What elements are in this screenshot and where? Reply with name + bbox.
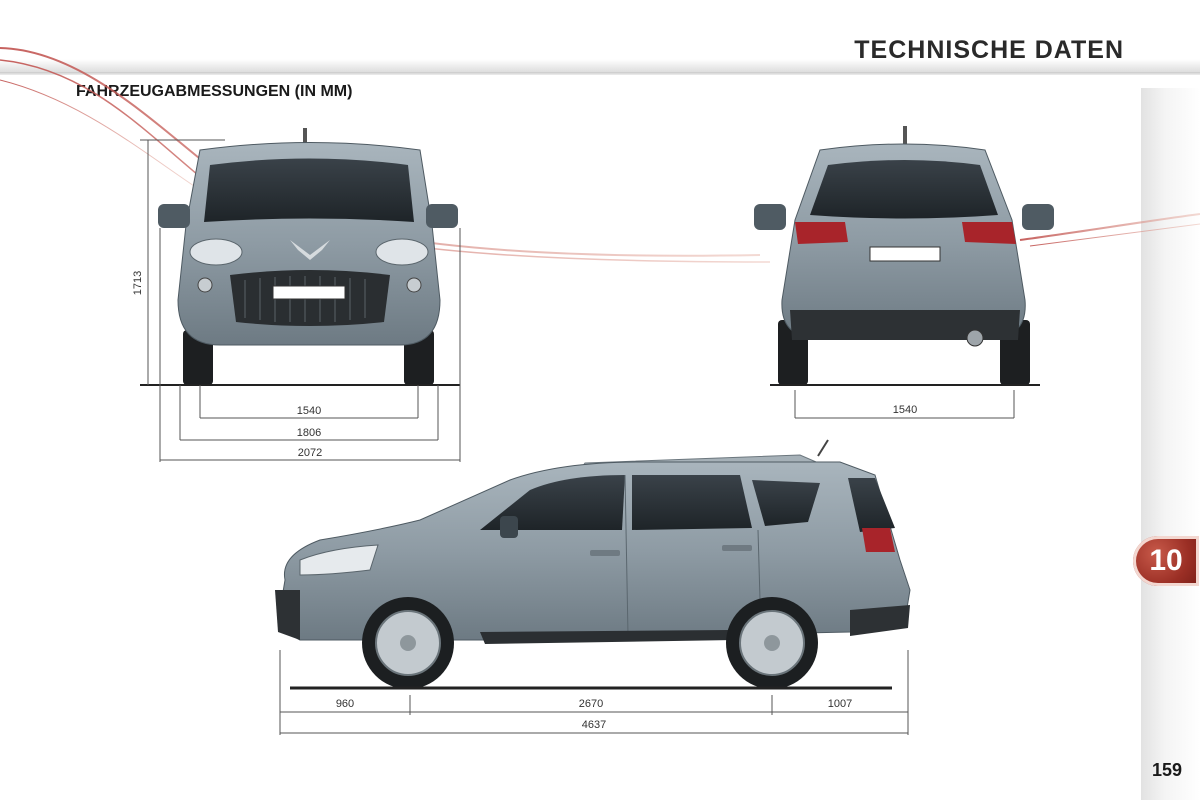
rear-view-car [754, 126, 1054, 385]
chapter-badge: 10 [1133, 536, 1199, 586]
front-dimension-lines [140, 139, 461, 462]
rear-overhang-label: 1007 [828, 698, 852, 710]
page-title: TECHNISCHE DATEN [854, 36, 1124, 64]
front-view-car [158, 128, 458, 385]
header-divider [0, 72, 1200, 75]
front-overhang-label: 960 [336, 698, 354, 710]
header-band [0, 0, 1200, 74]
page-number: 159 [1152, 760, 1183, 780]
height-label: 1713 [132, 271, 144, 295]
front-track-label: 1540 [297, 405, 321, 417]
width-mirrors-label: 2072 [298, 447, 322, 459]
side-dimension-lines [279, 650, 909, 735]
chapter-side-tab [1141, 88, 1200, 800]
rear-dimension-lines [794, 390, 1015, 419]
decorative-swoosh [0, 47, 1200, 263]
width-label: 1806 [297, 427, 321, 439]
wheelbase-label: 2670 [579, 698, 603, 710]
length-label: 4637 [582, 719, 606, 731]
side-view-car [275, 439, 911, 689]
rear-track-label: 1540 [893, 404, 917, 416]
section-title: FAHRZEUGABMESSUNGEN (IN MM) [76, 83, 353, 100]
